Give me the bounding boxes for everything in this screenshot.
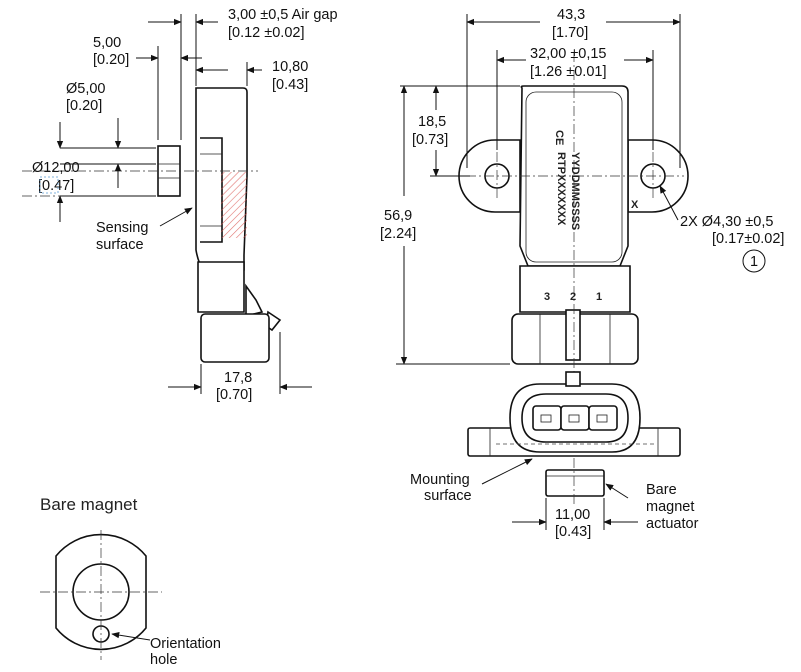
mounting-surface-label-2: surface bbox=[424, 488, 472, 504]
actuator-label-1: Bare bbox=[646, 482, 677, 498]
pin-2: 2 bbox=[570, 291, 576, 303]
sensing-surface-label-2: surface bbox=[96, 237, 144, 253]
overall-height-label: 56,9 bbox=[384, 208, 412, 224]
mounting-surface-label-1: Mounting bbox=[410, 472, 470, 488]
magnet-thickness-inch: [0.20] bbox=[93, 52, 129, 68]
note-number: 1 bbox=[750, 254, 758, 270]
air-gap-label: 3,00 ±0,5 Air gap bbox=[228, 7, 338, 23]
magnet-actuator bbox=[545, 469, 605, 497]
bottom-width-inch: [0.70] bbox=[216, 387, 252, 403]
inner-diameter-label: Ø5,00 bbox=[66, 81, 106, 97]
magnet-width-inch: [0.43] bbox=[555, 524, 591, 540]
depth-label: 10,80 bbox=[272, 59, 308, 75]
hole-height-inch: [0.73] bbox=[412, 132, 448, 148]
marking-x: X bbox=[631, 199, 639, 211]
overall-height-inch: [2.24] bbox=[380, 226, 416, 242]
side-view: 3,00 ±0,5 Air gap [0.12 ±0.02] 5,00 [0.2… bbox=[22, 7, 338, 403]
actuator-label-2: magnet bbox=[646, 499, 694, 515]
note-circle bbox=[742, 249, 766, 273]
hole-height-label: 18,5 bbox=[418, 114, 446, 130]
inner-diameter-inch: [0.20] bbox=[66, 98, 102, 114]
actuator-label-3: actuator bbox=[646, 516, 699, 532]
side-connector-plug bbox=[200, 313, 270, 363]
bare-magnet-title: Bare magnet bbox=[40, 495, 138, 514]
hole-spacing-label: 32,00 ±0,15 bbox=[530, 46, 607, 62]
bottom-view: Mounting surface Bare magnet actuator 11… bbox=[410, 371, 699, 540]
overall-width-inch: [1.70] bbox=[552, 25, 588, 41]
outer-diameter-inch: [0.47] bbox=[38, 178, 74, 194]
marking-line1: YYDDMMSSSS bbox=[569, 152, 581, 230]
side-connector bbox=[197, 261, 245, 313]
orientation-hole-label-1: Orientation bbox=[150, 636, 221, 652]
depth-inch: [0.43] bbox=[272, 77, 308, 93]
front-neck bbox=[519, 265, 631, 313]
front-flange bbox=[458, 139, 689, 213]
overall-width-label: 43,3 bbox=[557, 7, 585, 23]
magnet-thickness-label: 5,00 bbox=[93, 35, 121, 51]
pin-3: 3 bbox=[544, 291, 550, 303]
bare-magnet-view: Bare magnet Orientation hole bbox=[40, 495, 221, 668]
marking-line2: RTPXXXXXXX bbox=[555, 152, 567, 226]
sensing-surface-label-1: Sensing bbox=[96, 220, 148, 236]
pin-1: 1 bbox=[596, 291, 602, 303]
marking-ce: CE bbox=[553, 130, 565, 145]
front-view: CE YYDDMMSSSS RTPXXXXXXX X 3 2 1 43,3 [1… bbox=[380, 7, 784, 372]
hole-spacing-inch: [1.26 ±0.01] bbox=[530, 64, 607, 80]
outer-diameter-label: Ø12,00 bbox=[32, 160, 80, 176]
holes-inch: [0.17±0.02] bbox=[712, 231, 784, 247]
magnet-width-label: 11,00 bbox=[555, 507, 590, 523]
air-gap-inch: [0.12 ±0.02] bbox=[228, 25, 305, 41]
orientation-hole-label-2: hole bbox=[150, 652, 177, 668]
sensing-highlight bbox=[221, 172, 247, 238]
holes-label: 2X Ø4,30 ±0,5 bbox=[680, 214, 773, 230]
bottom-width-label: 17,8 bbox=[224, 370, 252, 386]
